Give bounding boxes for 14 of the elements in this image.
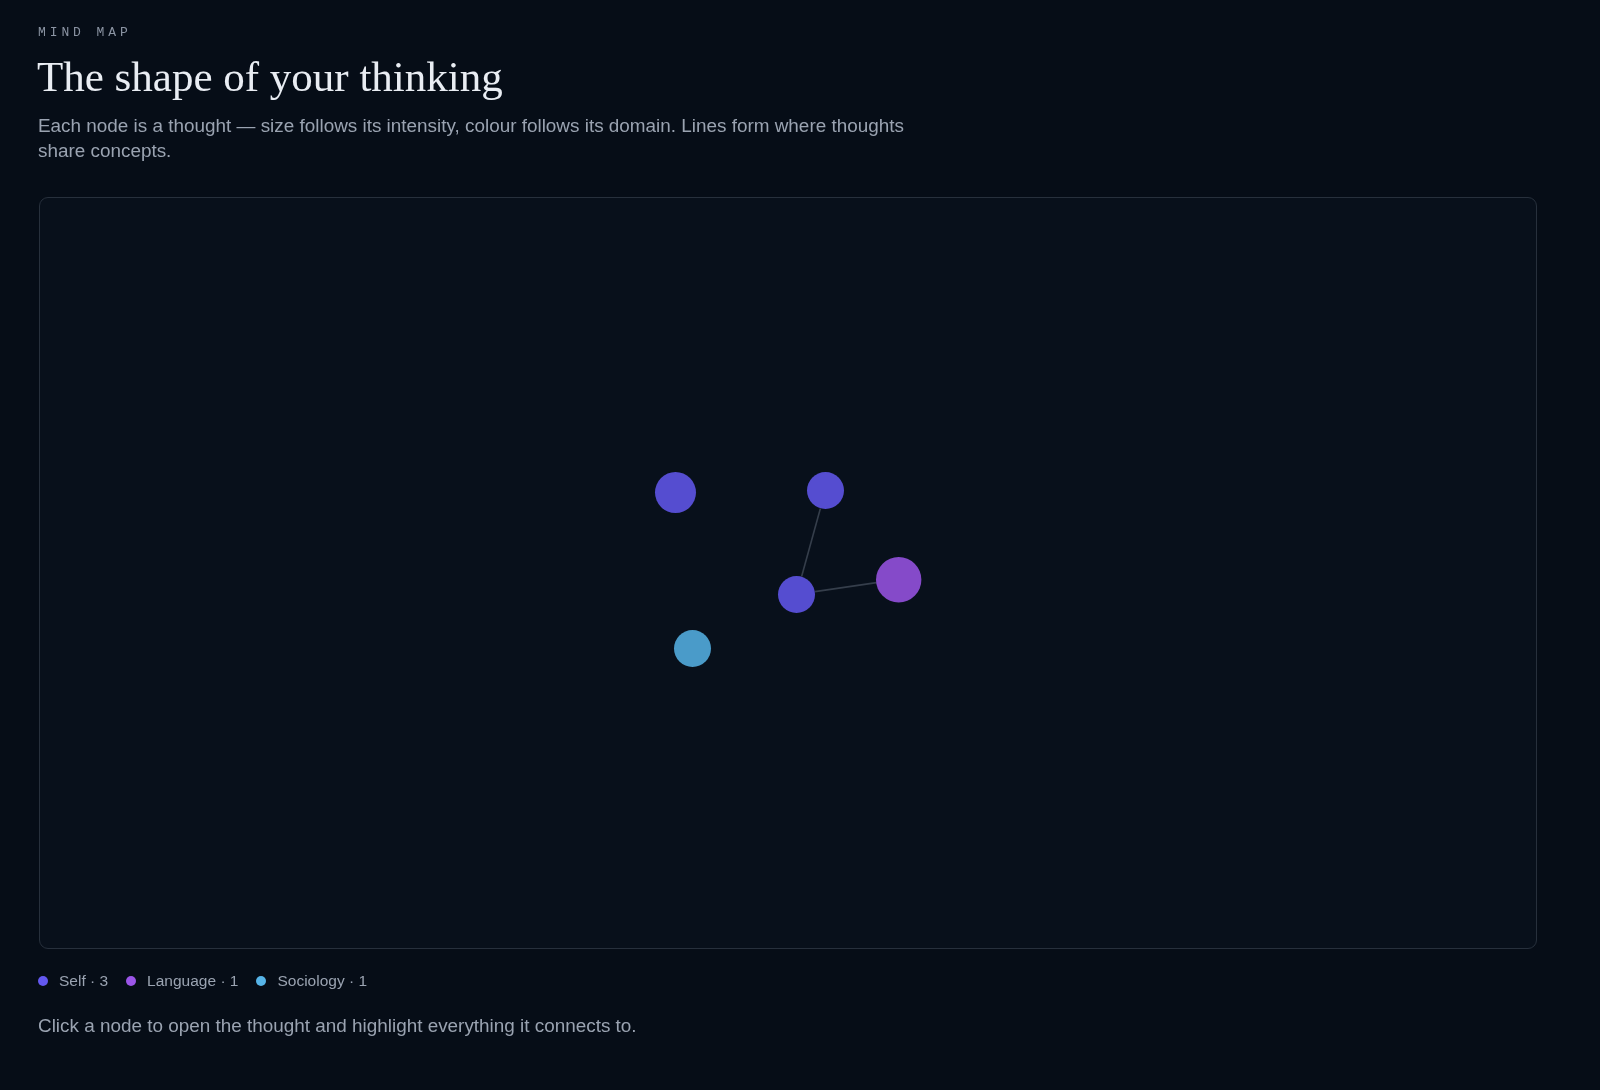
subtitle: Each node is a thought — size follows its intensity, colour follows its domain. Lines form where thoughts share concepts. bbox=[38, 114, 905, 163]
node-circle bbox=[876, 556, 922, 602]
node-circle bbox=[806, 472, 844, 510]
connector-line bbox=[814, 581, 878, 593]
legend-label: Self · 3 bbox=[59, 971, 109, 991]
legend-label: Language · 1 bbox=[147, 971, 239, 991]
node-circle bbox=[655, 471, 697, 513]
node-circle bbox=[673, 629, 711, 667]
legend-label: Sociology · 1 bbox=[277, 971, 368, 991]
connector-line bbox=[800, 507, 822, 578]
hint-text: Click a node to open the thought and highlight everything it connects to. bbox=[38, 1014, 637, 1038]
node-circle bbox=[778, 575, 816, 613]
section-label: MIND MAP bbox=[38, 25, 132, 41]
page-title: The shape of your thinking bbox=[37, 52, 503, 102]
